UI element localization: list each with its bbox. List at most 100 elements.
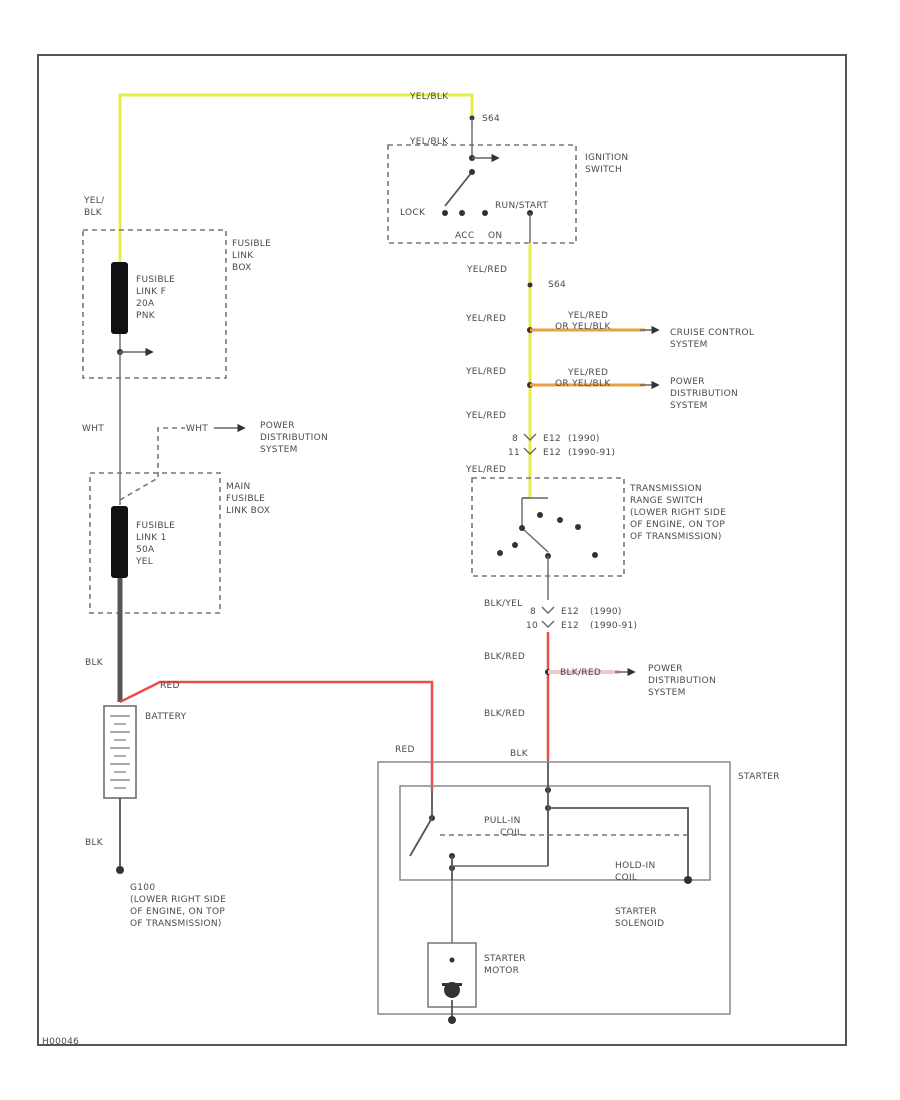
label-yel-blk-left: YEL/	[83, 196, 105, 206]
fusible-link-box	[82, 229, 227, 379]
label-acc: ACC	[455, 231, 474, 241]
main-fusible-link-box	[89, 472, 221, 614]
label-power-dist-1: POWER	[670, 377, 705, 387]
label-fusible-link-box: FUSIBLE	[232, 239, 271, 249]
diagram-code: H00046	[42, 1037, 79, 1047]
label-conn1-id: E12	[543, 434, 561, 444]
red-battery-wire	[119, 680, 434, 790]
label-power-dist-2-2: DISTRIBUTION	[260, 433, 328, 443]
label-starter-solenoid: STARTER	[615, 907, 657, 917]
label-yel-red-2: YEL/RED	[465, 314, 506, 324]
label-g100-4: OF TRANSMISSION)	[130, 919, 222, 929]
label-hold-in-coil: HOLD-IN	[615, 861, 656, 871]
label-yel-blk-sw: YEL/BLK	[409, 137, 449, 147]
label-wht-2: WHT	[186, 424, 208, 434]
label-yel-red-pd: YEL/RED	[567, 368, 608, 378]
label-g100-3: OF ENGINE, ON TOP	[130, 907, 225, 917]
label-power-dist-2-3: SYSTEM	[260, 445, 298, 455]
label-conn4-id: E12	[561, 621, 579, 631]
label-trs-5: OF TRANSMISSION)	[630, 532, 722, 542]
label-starter: STARTER	[738, 772, 780, 782]
battery	[103, 705, 137, 799]
label-conn4-year: (1990-91)	[590, 621, 637, 631]
yel-blk-top-wire	[118, 93, 474, 262]
label-fusible-link-f-4: PNK	[136, 311, 156, 321]
starter-box	[377, 761, 731, 1015]
diagram-frame	[37, 54, 847, 1046]
label-main-fl-2: FUSIBLE	[226, 494, 265, 504]
label-yel-blk-top: YEL/BLK	[409, 92, 449, 102]
label-lock: LOCK	[400, 208, 426, 218]
label-run-start: RUN/START	[495, 201, 548, 211]
starter-motor-icon	[442, 982, 462, 998]
label-trs-3: (LOWER RIGHT SIDE	[630, 508, 726, 518]
battery-cells	[110, 715, 130, 789]
label-wht: WHT	[82, 424, 104, 434]
label-main-fl: MAIN	[226, 482, 251, 492]
label-fusible-link-f-2: LINK F	[136, 287, 166, 297]
starter-solenoid-box	[399, 785, 711, 881]
label-hold-in-coil-2: COIL	[615, 873, 637, 883]
label-cruise-control-2: SYSTEM	[670, 340, 708, 350]
label-conn4-pin: 10	[526, 621, 538, 631]
label-power-dist-1-2: DISTRIBUTION	[670, 389, 738, 399]
label-fusible-link-f: FUSIBLE	[136, 275, 175, 285]
label-conn3-year: (1990)	[590, 607, 622, 617]
label-yel-red-3: YEL/RED	[465, 367, 506, 377]
label-g100-2: (LOWER RIGHT SIDE	[130, 895, 226, 905]
label-power-dist-3-2: DISTRIBUTION	[648, 676, 716, 686]
label-yel-red-cc: YEL/RED	[567, 311, 608, 321]
label-battery: BATTERY	[145, 712, 187, 722]
label-fusible-link-1-3: 50A	[136, 545, 155, 555]
label-blk-starter: BLK	[510, 749, 529, 759]
label-conn3-pin: 8	[530, 607, 536, 617]
label-conn2-id: E12	[543, 448, 561, 458]
label-yel-red-5: YEL/RED	[465, 465, 506, 475]
label-cc-sub: OR YEL/BLK	[555, 322, 611, 332]
label-pull-in-coil-2: COIL	[500, 828, 522, 838]
label-conn3-id: E12	[561, 607, 579, 617]
label-blk-red-2: BLK/RED	[484, 709, 525, 719]
label-fusible-link-box-3: BOX	[232, 263, 252, 273]
label-power-dist-1-3: SYSTEM	[670, 401, 708, 411]
label-main-fl-3: LINK BOX	[226, 506, 270, 516]
label-fusible-link-1-2: LINK 1	[136, 533, 167, 543]
fusible-link-f	[111, 262, 128, 334]
label-ignition-switch-2: SWITCH	[585, 165, 622, 175]
label-conn2-year: (1990-91)	[568, 448, 615, 458]
label-fusible-link-1-4: YEL	[135, 557, 153, 567]
label-splice-s64-top: S64	[482, 114, 500, 124]
label-cruise-control: CRUISE CONTROL	[670, 328, 754, 338]
label-power-dist-2: POWER	[260, 421, 295, 431]
label-g100: G100	[130, 883, 155, 893]
label-starter-motor-2: MOTOR	[484, 966, 519, 976]
label-red-battery: RED	[160, 681, 180, 691]
label-trs-1: TRANSMISSION	[629, 484, 702, 494]
label-pull-in-coil: PULL-IN	[484, 816, 521, 826]
label-power-dist-3: POWER	[648, 664, 683, 674]
ignition-switch-box	[387, 144, 577, 244]
ignition-switch-blade	[444, 171, 473, 207]
label-blk-red-1: BLK/RED	[484, 652, 525, 662]
label-trs-2: RANGE SWITCH	[630, 496, 703, 506]
label-blk-yel: BLK/YEL	[484, 599, 522, 609]
label-power-dist-3-3: SYSTEM	[648, 688, 686, 698]
label-fusible-link-box-2: LINK	[232, 251, 254, 261]
label-fusible-link-1: FUSIBLE	[136, 521, 175, 531]
label-red-starter: RED	[395, 745, 415, 755]
label-splice-s64-mid: S64	[548, 280, 566, 290]
label-conn1-pin: 8	[512, 434, 518, 444]
label-conn1-year: (1990)	[568, 434, 600, 444]
label-blk-battery: BLK	[85, 658, 104, 668]
label-conn2-pin: 11	[508, 448, 520, 458]
label-ignition-switch: IGNITION	[585, 153, 628, 163]
label-yel-blk-left-2: BLK	[84, 208, 103, 218]
label-trs-4: OF ENGINE, ON TOP	[630, 520, 725, 530]
solenoid-contact	[409, 817, 433, 857]
label-yel-red-4: YEL/RED	[465, 411, 506, 421]
label-pd-sub: OR YEL/BLK	[555, 379, 611, 389]
label-blk-red-pd: BLK/RED	[560, 668, 601, 678]
label-yel-red-1: YEL/RED	[466, 265, 507, 275]
label-fusible-link-f-3: 20A	[136, 299, 155, 309]
